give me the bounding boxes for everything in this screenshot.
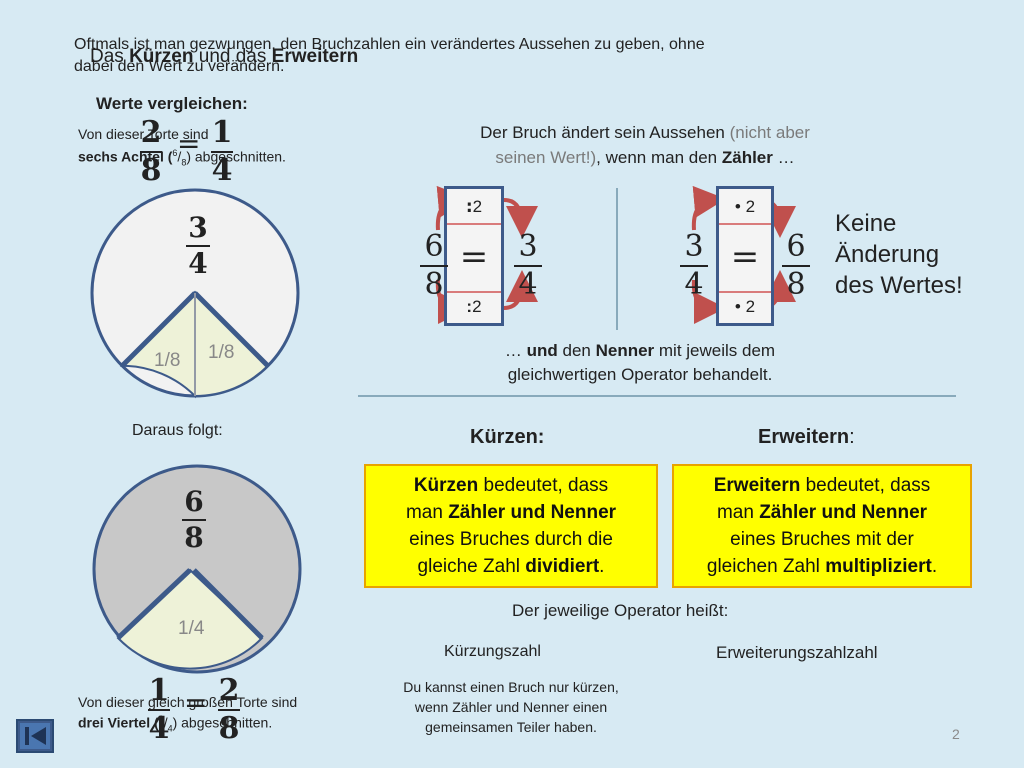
compare-heading: Werte vergleichen: <box>96 94 248 113</box>
vertical-divider <box>616 188 618 330</box>
intro-line-2: dabei den Wert zu verändern. <box>74 58 285 75</box>
back-button[interactable] <box>16 719 54 753</box>
divide-op-bottom: :2 <box>466 297 482 316</box>
follow-label: Daraus folgt: <box>132 422 223 439</box>
erweitern-definition: Erweitern bedeutet, dass man Zähler und … <box>672 464 972 588</box>
divide-operator-box: ::22 = :2 <box>444 186 504 326</box>
kuerzen-definition: Kürzen bedeutet, dass man Zähler und Nen… <box>364 464 658 588</box>
page-title: Das Kürzen und das Erweitern <box>90 46 359 67</box>
operator-note: Du kannst einen Bruch nur kürzen, wenn Z… <box>403 679 619 735</box>
operator-right: Erweiterungszahlzahl <box>716 643 878 662</box>
top-equals: = <box>177 127 201 160</box>
no-change-note: Keine Änderung des Wertes! <box>835 210 963 299</box>
top-note-2: sechs Achtel (6/8) abgeschnitten. <box>78 148 286 168</box>
back-arrow-icon <box>20 723 50 749</box>
pie2-slice: 1/4 <box>178 618 205 639</box>
explain-top: Der Bruch ändert sein Aussehen (nicht ab… <box>480 123 810 167</box>
top-note-1: Von dieser Torte sind <box>78 126 209 142</box>
horizontal-divider <box>358 395 956 397</box>
bottom-equals: = <box>184 686 208 719</box>
pie1-slice-b: 1/8 <box>208 342 235 363</box>
pie1-slice-a: 1/8 <box>154 350 181 371</box>
intro-line-1: Oftmals ist man gezwungen, den Bruchzahl… <box>74 36 705 53</box>
divide-equals: = <box>459 237 489 277</box>
bottom-note-2: drei Viertel (3/4) abgeschnitten. <box>78 714 273 734</box>
kuerzen-heading: Kürzen: <box>470 426 545 448</box>
operator-heading: Der jeweilige Operator heißt: <box>512 601 729 620</box>
operator-left: Kürzungszahl <box>444 643 541 660</box>
erweitern-heading: Erweitern: <box>758 426 855 448</box>
divide-op-top: ::22 <box>465 197 483 217</box>
multiply-op-bottom: • 2 <box>734 297 756 316</box>
explain-bottom: … und den Nenner mit jeweils dem gleichw… <box>504 341 776 384</box>
pie-chart-bottom <box>92 464 302 674</box>
bottom-note-1: Von dieser gleich großen Torte sind <box>78 694 298 710</box>
page-number: 2 <box>952 726 960 742</box>
multiply-op-top: • 2 <box>734 197 756 216</box>
pie-chart-top <box>90 188 300 399</box>
multiply-equals: = <box>730 237 760 277</box>
multiply-operator-box: • 2 = • 2 <box>716 186 774 326</box>
